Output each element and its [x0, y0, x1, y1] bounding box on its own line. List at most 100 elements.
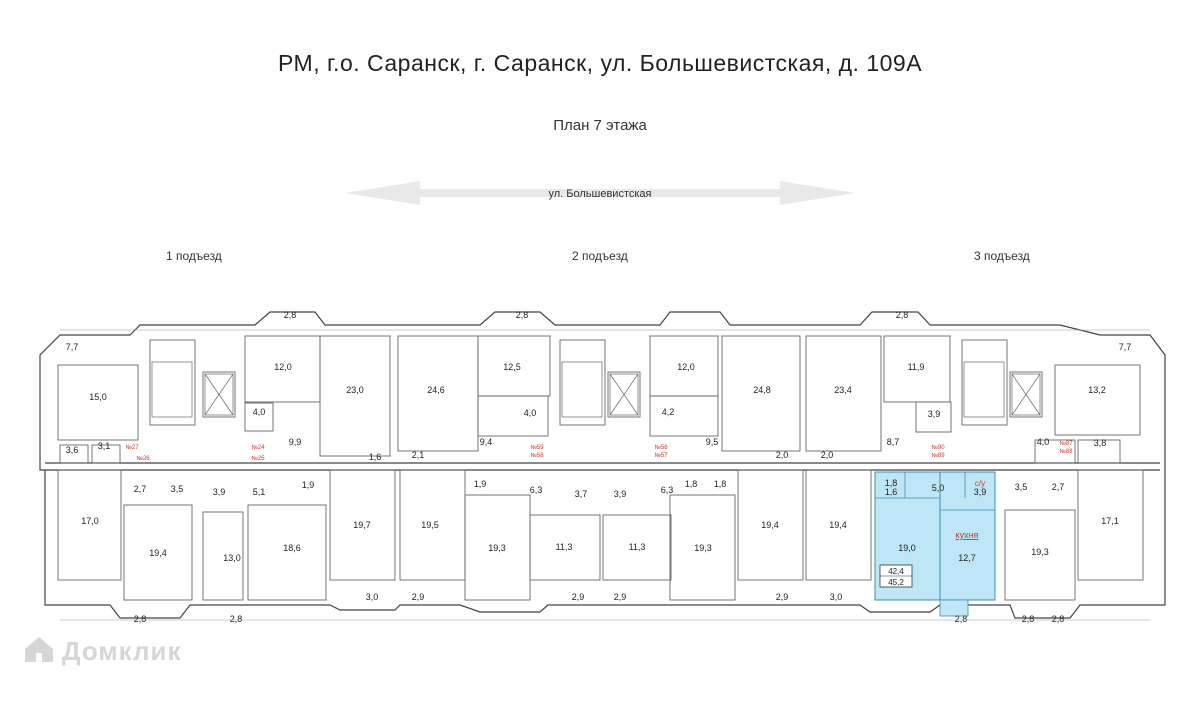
room-area: 19,3	[488, 543, 506, 553]
street-label: ул. Большевистская	[548, 188, 651, 200]
room-area: 1,8	[685, 479, 698, 489]
room-area: 2,9	[614, 592, 627, 602]
room-area: 2,8	[1052, 614, 1065, 624]
room-area: 18,6	[283, 543, 301, 553]
room-area: 2,7	[134, 484, 147, 494]
room-area: 7,7	[1119, 342, 1132, 352]
total-area-label: 45,2	[888, 578, 904, 587]
stair-and-lift	[151, 361, 1041, 418]
room-area: 4,0	[1037, 437, 1050, 447]
entrance-1-label: 1 подъезд	[166, 249, 222, 263]
room-area: 2,0	[821, 450, 834, 460]
apartment-number: №24	[251, 444, 265, 451]
room-area: 19,4	[149, 548, 167, 558]
room-area: 1,8	[885, 478, 898, 488]
room-area: 4,0	[253, 407, 266, 417]
room-area: 1,8	[714, 479, 727, 489]
street-arrow	[345, 181, 855, 205]
apartment-number: №58	[530, 452, 544, 459]
room-area: 19,3	[1031, 547, 1049, 557]
apartment-number: №88	[1059, 448, 1073, 455]
watermark: Домклик	[22, 634, 181, 667]
room-area: 5,0	[932, 483, 945, 493]
apartment-number: №89	[931, 452, 945, 459]
room-area: 19,0	[898, 543, 916, 553]
room-area: 12,7	[958, 553, 976, 563]
room-area: 4,2	[662, 407, 675, 417]
apartment-number: №87	[1059, 440, 1073, 447]
room-area: 19,4	[829, 520, 847, 530]
building-outline	[39, 311, 1166, 619]
room-area: 12,0	[677, 362, 695, 372]
room-area: 17,1	[1101, 516, 1119, 526]
room-area: 3,7	[575, 489, 588, 499]
kitchen-label: кухня	[956, 530, 979, 540]
watermark-text: Домклик	[62, 636, 182, 666]
apartment-number: №59	[530, 444, 544, 451]
room-area: 24,8	[753, 385, 771, 395]
room-area: 2,1	[412, 450, 425, 460]
room-area: 1,9	[474, 479, 487, 489]
room-area: 12,0	[274, 362, 292, 372]
room-area: 3,5	[171, 484, 184, 494]
room-area: 23,0	[346, 385, 364, 395]
room-area: 23,4	[834, 385, 852, 395]
room-area: 19,7	[353, 520, 371, 530]
room-area: 3,1	[98, 441, 111, 451]
apartment-number: №25	[251, 455, 265, 462]
room-area: 2,8	[134, 614, 147, 624]
room-area: 19,5	[421, 520, 439, 530]
room-area: 4,0	[524, 408, 537, 418]
room-area: 1,6	[369, 452, 382, 462]
room-area: 8,7	[887, 437, 900, 447]
plan-subtitle: План 7 этажа	[553, 117, 647, 134]
partitions	[57, 335, 1144, 601]
plan-title: РМ, г.о. Саранск, г. Саранск, ул. Больше…	[277, 50, 923, 76]
room-area: 3,9	[974, 487, 987, 497]
bath-label: с/у	[975, 479, 985, 488]
room-area: 11,3	[629, 542, 646, 552]
room-area: 3,9	[928, 409, 941, 419]
room-area: 12,5	[503, 362, 521, 372]
apartment-number: №57	[654, 452, 668, 459]
room-area: 2,8	[516, 310, 529, 320]
room-area: 11,9	[908, 362, 925, 372]
living-area-label: 42,4	[888, 567, 904, 576]
home-logo-icon	[25, 637, 53, 662]
room-area: 7,7	[66, 342, 79, 352]
room-area: 5,1	[253, 487, 266, 497]
dimension-marks	[60, 329, 1150, 621]
room-area: 9,9	[289, 437, 302, 447]
room-area: 3,0	[366, 592, 379, 602]
room-area: 13,0	[223, 553, 241, 563]
room-area: 3,6	[66, 445, 79, 455]
room-area: 19,4	[761, 520, 779, 530]
apartment-number: №27	[125, 444, 139, 451]
room-area: 2,0	[776, 450, 789, 460]
room-area: 1,9	[302, 480, 315, 490]
room-area: 2,8	[1022, 614, 1035, 624]
room-area: 2,8	[896, 310, 909, 320]
apartment-number: №56	[654, 444, 668, 451]
room-area: 2,8	[230, 614, 243, 624]
room-area: 24,6	[427, 385, 445, 395]
room-area: 9,4	[480, 437, 493, 447]
room-area: 3,9	[614, 489, 627, 499]
room-area: 19,3	[694, 543, 712, 553]
room-area: 6,3	[530, 485, 543, 495]
room-area: 2,9	[412, 592, 425, 602]
room-area: 2,8	[284, 310, 297, 320]
room-area: 3,8	[1094, 438, 1107, 448]
highlighted-apartment	[874, 471, 996, 617]
apartment-number: №90	[931, 444, 945, 451]
area-labels: 7,7 15,0 2,8 12,0 23,0 4,0 3,6 3,1 9,9 1…	[66, 310, 1132, 624]
room-area: 3,5	[1015, 482, 1028, 492]
room-area: 2,8	[955, 614, 968, 624]
room-area: 15,0	[89, 392, 107, 402]
entrance-2-label: 2 подъезд	[572, 249, 628, 263]
entrance-3-label: 3 подъезд	[974, 249, 1030, 263]
room-area: 2,9	[776, 592, 789, 602]
room-area: 2,7	[1052, 482, 1065, 492]
apartment-number: №26	[136, 455, 150, 462]
